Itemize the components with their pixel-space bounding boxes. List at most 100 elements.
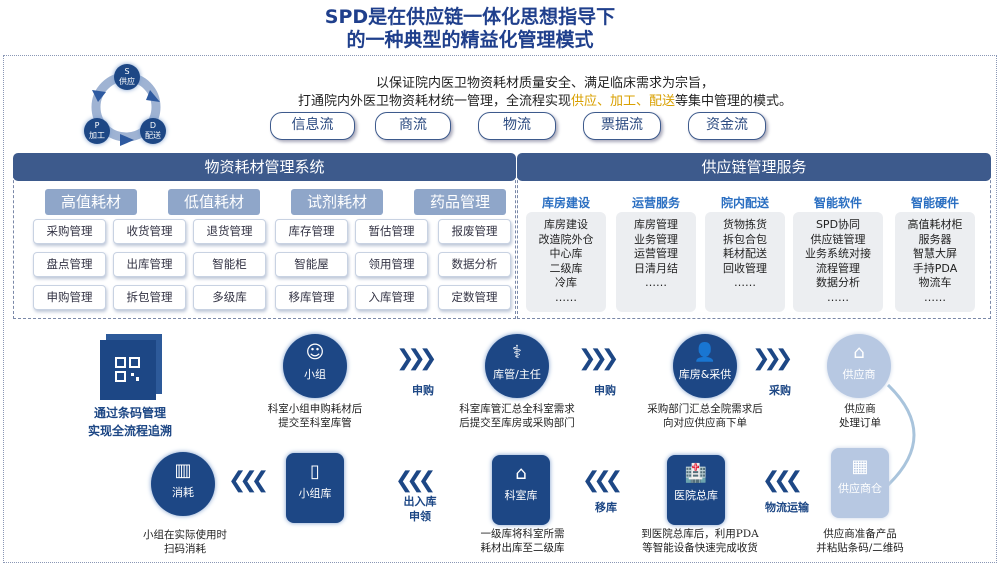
module-button[interactable]: 智能屋 [275, 252, 348, 277]
intro-text-end: 等集中管理的模式。 [675, 94, 793, 109]
service-item: SPD协同 [815, 218, 861, 231]
flow-pill: 资金流 [688, 112, 766, 140]
node-desc: 小组在实际使用时扫码消耗 [125, 528, 245, 556]
node-label: 库房&采供 [678, 368, 732, 381]
module-button[interactable]: 盘点管理 [33, 252, 106, 277]
module-button[interactable]: 多级库 [193, 285, 266, 310]
node-desc: 到医院总库后，利用PDA 等智能设备快速完成收货 [630, 527, 770, 555]
service-item: 高值耗材柜 [907, 218, 963, 231]
module-button[interactable]: 收货管理 [113, 219, 186, 244]
chevron-right-icon: ❯❯❯ [396, 346, 437, 371]
desc-line: 扫码消耗 [164, 543, 206, 555]
desc-line: 到医院总库后，利用PDA [641, 528, 759, 540]
service-item: 业务系统对接 [805, 247, 871, 260]
right-panel-header: 供应链管理服务 [517, 153, 991, 181]
service-title: 运营服务 [631, 196, 680, 210]
desc-line: 等智能设备快速完成收货 [642, 542, 758, 554]
node-supplier: ⌂供应商 [827, 334, 891, 398]
person-clipboard-icon: 👤 [693, 342, 717, 363]
service-item: …… [827, 290, 849, 304]
node-label: 库管/主任 [493, 368, 541, 381]
service-item: 物流车 [918, 276, 952, 289]
nurse-icon: ⚕ [512, 342, 522, 363]
category-label: 药品管理 [414, 189, 506, 215]
module-button[interactable]: 领用管理 [355, 252, 428, 277]
flow-pill: 票据流 [583, 112, 661, 140]
module-button[interactable]: 出库管理 [113, 252, 186, 277]
barcode-line-2: 实现全流程追溯 [87, 424, 172, 438]
service-item: 日清月结 [634, 261, 678, 275]
service-item: …… [734, 276, 756, 289]
chevron-left-icon: ❮❮❮ [762, 468, 803, 493]
chevron-left-icon: ❮❮❮ [395, 468, 436, 493]
arrow-label: 申购 [594, 384, 616, 397]
service-item: 耗材配送 [723, 247, 767, 260]
service-item: 业务管理 [634, 232, 678, 246]
service-item: …… [924, 290, 946, 304]
module-button[interactable]: 采购管理 [33, 219, 106, 244]
module-button[interactable]: 智能柜 [193, 252, 266, 277]
main-frame [3, 55, 997, 563]
service-box: 货物拣货拆包合包耗材配送回收管理…… [705, 212, 785, 312]
node-desc: 采购部门汇总全院需求后向对应供应商下单 [630, 402, 780, 430]
node-group-warehouse: ▯小组库 [286, 453, 344, 523]
desc-line: 后提交至库房或采购部门 [459, 417, 575, 429]
module-button[interactable]: 暂估管理 [355, 219, 428, 244]
module-button[interactable]: 申购管理 [33, 285, 106, 310]
left-panel-header: 物资耗材管理系统 [13, 153, 516, 181]
module-button[interactable]: 报废管理 [438, 219, 511, 244]
service-item: 流程管理 [816, 261, 860, 275]
node-desc: 科室小组申购耗材后提交至科室库管 [245, 402, 385, 430]
service-item: …… [645, 276, 667, 289]
flow-pill: 物流 [478, 112, 556, 140]
service-box: SPD协同供应链管理业务系统对接流程管理数据分析…… [793, 212, 883, 312]
module-button[interactable]: 库存管理 [275, 219, 348, 244]
shop-icon: ⌂ [853, 342, 865, 363]
node-desc: 供应商准备产品并粘贴条码/二维码 [800, 527, 920, 555]
category-label: 试剂耗材 [291, 189, 383, 215]
service-item: 拆包合包 [723, 232, 767, 246]
service-title: 智能软件 [813, 196, 862, 210]
node-label: 医院总库 [674, 489, 718, 502]
node-desc: 供应商处理订单 [810, 402, 910, 430]
service-item: 改造院外仓 [538, 232, 594, 246]
arrow-label: 出入库 [403, 495, 437, 508]
service-item: 手持PDA [912, 261, 958, 275]
chevron-left-icon: ❮❮❮ [228, 468, 269, 493]
desc-line: 小组在实际使用时 [143, 529, 227, 541]
intro-line-1: 以保证院内医卫物资耗材质量安全、满足临床需求为宗旨， [375, 76, 714, 91]
module-button[interactable]: 退货管理 [193, 219, 266, 244]
service-item: 中心库 [549, 247, 583, 260]
chevron-right-icon: ❯❯❯ [578, 346, 619, 371]
service-item: 货物拣货 [723, 218, 767, 231]
desc-line: 科室库管汇总全科室需求 [459, 403, 575, 415]
service-item: 回收管理 [723, 261, 767, 275]
connector-curve [886, 383, 916, 487]
desc-line: 提交至科室库管 [278, 417, 352, 429]
intro-line-2: 打通院内外医卫物资耗材统一管理，全流程实现供应、加工、配送等集中管理的模式。 [230, 90, 860, 109]
store-icon: ⌂ [515, 463, 527, 484]
module-button[interactable]: 移库管理 [275, 285, 348, 310]
node-supplier-warehouse: ▦ 供应商仓 [831, 448, 889, 518]
module-button[interactable]: 拆包管理 [113, 285, 186, 310]
service-title: 院内配送 [720, 196, 769, 210]
cycle-d: D [149, 121, 157, 130]
chevron-right-icon: ❯❯❯ [752, 346, 793, 371]
node-group: ☺小组 [283, 334, 347, 398]
module-button[interactable]: 定数管理 [438, 285, 511, 310]
warehouse-icon: ▦ [851, 456, 869, 477]
cycle-d-label: 配送 [145, 131, 161, 140]
module-button[interactable]: 数据分析 [438, 252, 511, 277]
node-label: 小组 [304, 368, 326, 381]
module-button[interactable]: 入库管理 [355, 285, 428, 310]
cabinet-icon: ▯ [310, 461, 320, 482]
desc-line: 并粘贴条码/二维码 [816, 542, 904, 554]
arrow-label: 申领 [409, 510, 431, 523]
service-box: 库房建设改造院外仓中心库二级库冷库…… [526, 212, 606, 312]
service-item: 二级库 [549, 261, 583, 275]
category-label: 高值耗材 [45, 189, 137, 215]
node-label: 供应商仓 [838, 482, 882, 495]
cycle-s: S [124, 67, 130, 76]
desc-line: 向对应供应商下单 [663, 417, 747, 429]
